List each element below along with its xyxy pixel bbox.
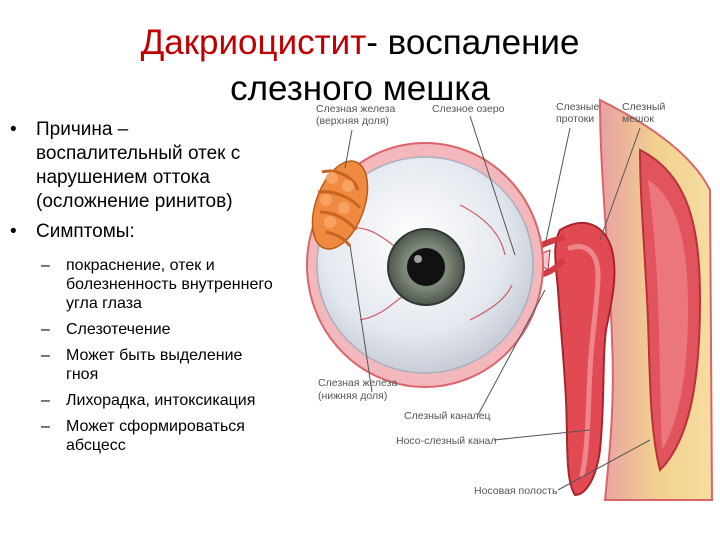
dash-marker: – (41, 321, 50, 338)
lacrimal-gland (311, 160, 369, 250)
symptom-item: – Может быть выделение гноя (31, 346, 336, 384)
bullet-cause-line: (осложнение ринитов) (36, 191, 233, 212)
label-nasal-cavity: Носовая полость (474, 485, 558, 497)
symptom-item: – покраснение, отек и болезненность внут… (31, 256, 336, 313)
symptom-line: болезненность внутреннего (66, 276, 273, 293)
title-line-1: Дакриоцистит- воспаление (60, 20, 660, 66)
symptom-list: – покраснение, отек и болезненность внут… (31, 256, 336, 455)
label-canaliculus: Слезный каналец (404, 410, 491, 422)
symptom-line: Лихорадка, интоксикация (66, 392, 256, 409)
pupil (407, 248, 445, 286)
title-line-2: слезного мешка (230, 69, 490, 108)
symptom-item: – Лихорадка, интоксикация (31, 391, 336, 410)
label-gland-lower: Слезная железа (нижняя доля) (318, 377, 400, 402)
title-accent: Дакриоцистит (140, 23, 367, 62)
lacrimal-sac (554, 221, 616, 497)
bullet-list: • Причина – воспалительный отек с наруше… (6, 118, 336, 462)
dash-marker: – (41, 257, 50, 274)
label-gland-upper: Слезная железа (верхняя доля) (316, 103, 398, 127)
bullet-cause: • Причина – воспалительный отек с наруше… (6, 118, 336, 214)
symptom-item: – Слезотечение (31, 320, 336, 339)
symptom-line: Может сформироваться (66, 418, 245, 435)
bullet-cause-line: Причина – (36, 119, 129, 140)
bullet-marker: • (10, 119, 17, 140)
dash-marker: – (41, 347, 50, 364)
nasal-wall (598, 98, 714, 501)
symptom-line: покраснение, отек и (66, 257, 215, 274)
lacrimal-system-diagram: Слезная железа (верхняя доля) Слезное оз… (306, 98, 714, 501)
symptom-line: Может быть выделение (66, 347, 243, 364)
label-leaders (344, 115, 651, 491)
symptom-line: гноя (66, 366, 99, 383)
diagram-labels: Слезная железа (верхняя доля) Слезное оз… (316, 101, 668, 497)
dash-marker: – (41, 392, 50, 409)
slide-title: Дакриоцистит- воспаление слезного мешка (60, 20, 660, 112)
label-lacrimal-ducts: Слезные протоки (556, 101, 602, 125)
dash-marker: – (41, 418, 50, 435)
bullet-cause-line: нарушением оттока (36, 167, 210, 188)
label-nasolacrimal-canal: Носо-слезный канал (396, 435, 496, 447)
bullet-symptoms-heading: Симптомы: (36, 221, 135, 242)
bullet-marker: • (10, 221, 17, 242)
symptom-line: Слезотечение (66, 321, 171, 338)
bullet-symptoms: • Симптомы: – покраснение, отек и болезн… (6, 220, 336, 455)
bullet-cause-line: воспалительный отек с (36, 143, 241, 164)
symptom-item: – Может сформироваться абсцесс (31, 417, 336, 455)
title-rest: - воспаление (366, 23, 580, 62)
symptom-line: абсцесс (66, 437, 126, 454)
label-lacrimal-sac: Слезный мешок (622, 101, 668, 125)
label-lacrimal-lake: Слезное озеро (432, 103, 505, 115)
symptom-line: угла глаза (66, 295, 142, 312)
